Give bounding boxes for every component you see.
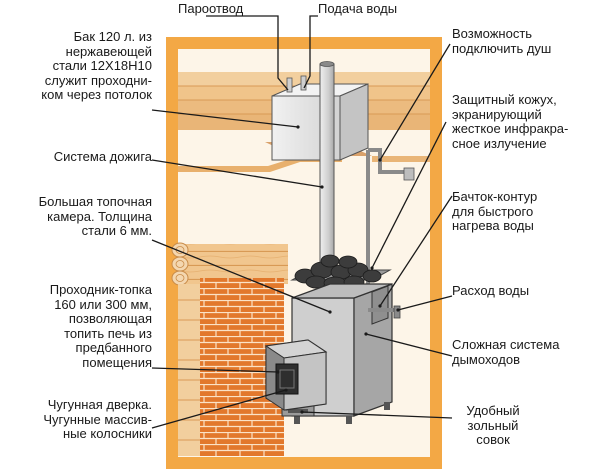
- leader-door: [151, 389, 287, 429]
- label-casing: Защитный кожух, экранирующий жесткое инф…: [452, 92, 569, 151]
- label-water-supply: Подача воды: [318, 1, 398, 16]
- firing-tunnel: [264, 339, 328, 411]
- label-water-out: Расход воды: [452, 283, 530, 298]
- leader-casing: [371, 121, 447, 269]
- leader-water-supply: [303, 15, 318, 89]
- leader-shower: [379, 43, 451, 161]
- label-shower: Возможность подключить душ: [452, 26, 552, 56]
- leader-water-out: [397, 295, 453, 311]
- label-steam: Пароотвод: [178, 1, 244, 16]
- leader-lines: [151, 15, 453, 429]
- label-afterburn: Система дожига: [53, 149, 152, 164]
- leader-dots: [276, 125, 400, 414]
- leader-afterburn: [151, 159, 323, 188]
- leader-tank: [151, 109, 299, 128]
- leader-steam: [206, 15, 289, 91]
- sauna-stones: [290, 254, 392, 290]
- label-door: Чугунная дверка. Чугунные массив- ные ко…: [43, 397, 152, 441]
- label-chimney: Сложная система дымоходов: [452, 337, 560, 367]
- label-tank: Бак 120 л. из нержавеющей стали 12Х18Н10…: [41, 29, 152, 102]
- leader-firebox: [151, 239, 331, 313]
- leader-firing: [151, 367, 279, 373]
- leader-chimney: [365, 333, 453, 357]
- label-firing: Проходник-топка 160 или 300 мм, позволяю…: [49, 282, 152, 370]
- label-ash: Удобный зольный совок: [466, 403, 520, 447]
- chimney-pipe: [319, 61, 335, 271]
- leader-ash: [301, 411, 453, 419]
- label-firebox: Большая топочная камера. Толщина стали 6…: [38, 194, 152, 238]
- label-contour: Бачток-контур для быстрого нагрева воды: [452, 189, 538, 233]
- brick-wall: [178, 278, 284, 456]
- leader-contour: [379, 195, 453, 307]
- water-tap: [368, 305, 401, 319]
- log-wall: [171, 242, 288, 286]
